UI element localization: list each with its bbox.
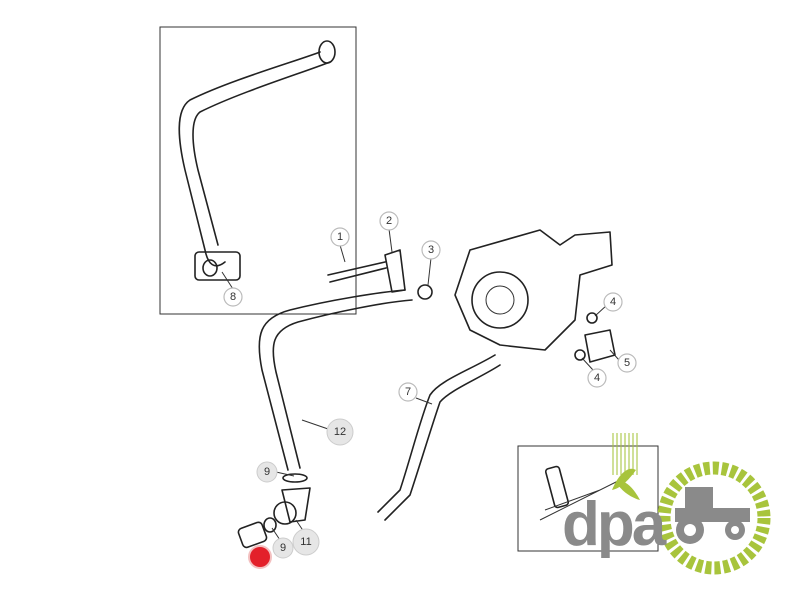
svg-text:7: 7 (405, 386, 411, 398)
svg-text:4: 4 (610, 296, 616, 308)
dpa-logo: dpa (562, 433, 771, 575)
callout-1: 1 (330, 227, 350, 247)
svg-text:8: 8 (230, 291, 236, 303)
logo-text: dpa (562, 490, 667, 559)
pump-housing (454, 229, 613, 351)
callout-7: 7 (398, 382, 418, 402)
svg-text:1: 1 (337, 231, 343, 243)
svg-text:4: 4 (594, 372, 600, 384)
callout-3: 3 (421, 240, 441, 260)
svg-text:9: 9 (264, 466, 270, 478)
callout-9b: 9 (272, 537, 294, 559)
callout-11: 11 (292, 528, 320, 556)
callout-4b: 4 (587, 368, 607, 388)
callout-5: 5 (617, 353, 637, 373)
highlight-marker[interactable] (248, 545, 272, 569)
callout-2: 2 (379, 211, 399, 231)
svg-text:2: 2 (386, 215, 392, 227)
svg-text:12: 12 (334, 426, 346, 438)
inset-pipe-8 (159, 26, 357, 315)
callout-9a: 9 (256, 461, 278, 483)
callout-8: 8 (223, 287, 243, 307)
svg-text:9: 9 (280, 542, 286, 554)
svg-text:5: 5 (624, 357, 630, 369)
svg-text:11: 11 (300, 536, 311, 548)
svg-text:3: 3 (428, 244, 434, 256)
inset-detail (517, 445, 659, 552)
callout-4a: 4 (603, 292, 623, 312)
leader-lines (221, 228, 620, 541)
callout-12: 12 (326, 418, 354, 446)
